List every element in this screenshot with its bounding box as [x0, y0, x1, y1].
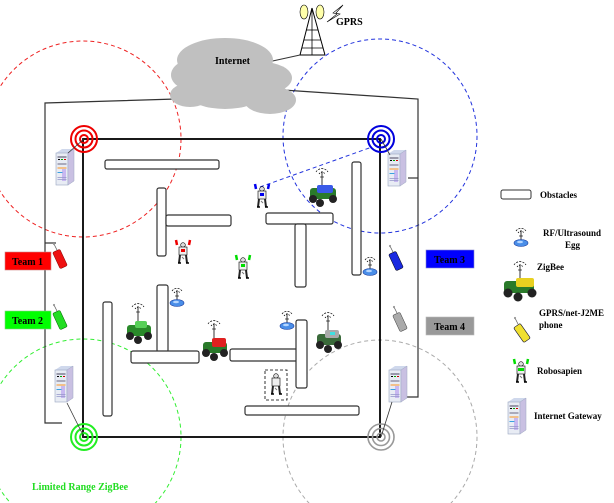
internet-gateway-icon: [388, 365, 408, 403]
obstacle: [229, 348, 299, 362]
rf-ultrasound-egg-icon: [279, 310, 295, 330]
team-2-badge: Team 2: [4, 310, 52, 330]
red-zigbee-base-icon: [70, 125, 98, 153]
blue-zigbee-base-icon: [367, 125, 395, 153]
internet-gateway-icon: [54, 365, 74, 403]
team4-phone-icon: [392, 305, 408, 332]
internet-gprs-link: [267, 54, 301, 63]
obstacle: [104, 159, 220, 170]
zigbee-car-green-icon: [126, 303, 152, 344]
legend-egg-label-1: RF/Ultrasound: [543, 228, 601, 238]
obstacle: [102, 301, 113, 417]
gray-zigbee-base-icon: [367, 423, 395, 451]
svg-text:Team 4: Team 4: [434, 322, 465, 333]
legend: Obstacles RF/Ultrasound Egg ZigBee GPRS/…: [500, 189, 604, 435]
legend-zigbee-icon: [503, 261, 537, 302]
team-3-badge: Team 3: [425, 249, 475, 269]
internet-label: Internet: [215, 56, 251, 67]
internet-link-right: [267, 88, 419, 398]
obstacle: [156, 187, 167, 257]
legend-robosapien-icon: [512, 358, 530, 383]
team-1-badge: Team 1: [4, 251, 52, 271]
legend-robosapien-label: Robosapien: [537, 366, 582, 376]
blue-coverage-range: [282, 38, 478, 234]
internet-gateway-icon: [387, 149, 407, 187]
legend-phone-icon: [513, 316, 531, 343]
obstacle: [265, 212, 334, 225]
obstacle: [165, 214, 232, 227]
svg-text:Team 3: Team 3: [434, 255, 465, 266]
obstacle: [295, 319, 308, 389]
legend-gateway-label: Internet Gateway: [534, 411, 602, 421]
obstacle: [156, 284, 169, 353]
green-zigbee-base-icon: [70, 423, 98, 451]
obstacle: [130, 350, 200, 364]
gprs-tower-icon: [299, 4, 344, 56]
arena-boundary: [82, 138, 381, 438]
legend-obstacle-swatch: [500, 189, 532, 200]
rf-ultrasound-egg-icon: [169, 287, 185, 307]
legend-gateway-icon: [507, 397, 527, 435]
team3-phone-icon: [388, 244, 404, 271]
robosapien-gray-icon: [264, 369, 288, 401]
robosapien-red-icon: [174, 239, 192, 264]
gprs-label: GPRS: [336, 17, 363, 28]
legend-zigbee-label: ZigBee: [537, 262, 564, 272]
zigbee-car-red-icon: [202, 320, 228, 361]
obstacle: [244, 405, 360, 416]
rf-ultrasound-egg-icon: [362, 256, 378, 276]
obstacle: [294, 223, 307, 288]
legend-phone-label-1: GPRS/net-J2ME: [539, 308, 604, 318]
svg-text:Team 2: Team 2: [12, 316, 43, 327]
zigbee-car-gray-icon: [316, 312, 342, 353]
zigbee-range-label: Limited Range ZigBee: [32, 482, 129, 493]
legend-egg-label-2: Egg: [565, 240, 581, 250]
obstacles: [102, 159, 362, 417]
internet-gateway-icon: [55, 148, 75, 186]
robosapien-green-icon: [234, 254, 252, 279]
svg-text:Team 1: Team 1: [12, 257, 43, 268]
obstacle: [351, 161, 362, 276]
legend-obstacles-label: Obstacles: [540, 190, 577, 200]
legend-phone-label-2: phone: [539, 320, 563, 330]
zigbee-car-blue-icon: [309, 168, 337, 207]
team1-phone-icon: [52, 242, 68, 269]
internet-cloud-icon: [170, 38, 296, 114]
legend-egg-icon: [513, 227, 529, 247]
team2-phone-icon: [52, 303, 68, 330]
robosapien-blue-icon: [253, 183, 271, 208]
team-4-badge: Team 4: [425, 316, 475, 336]
